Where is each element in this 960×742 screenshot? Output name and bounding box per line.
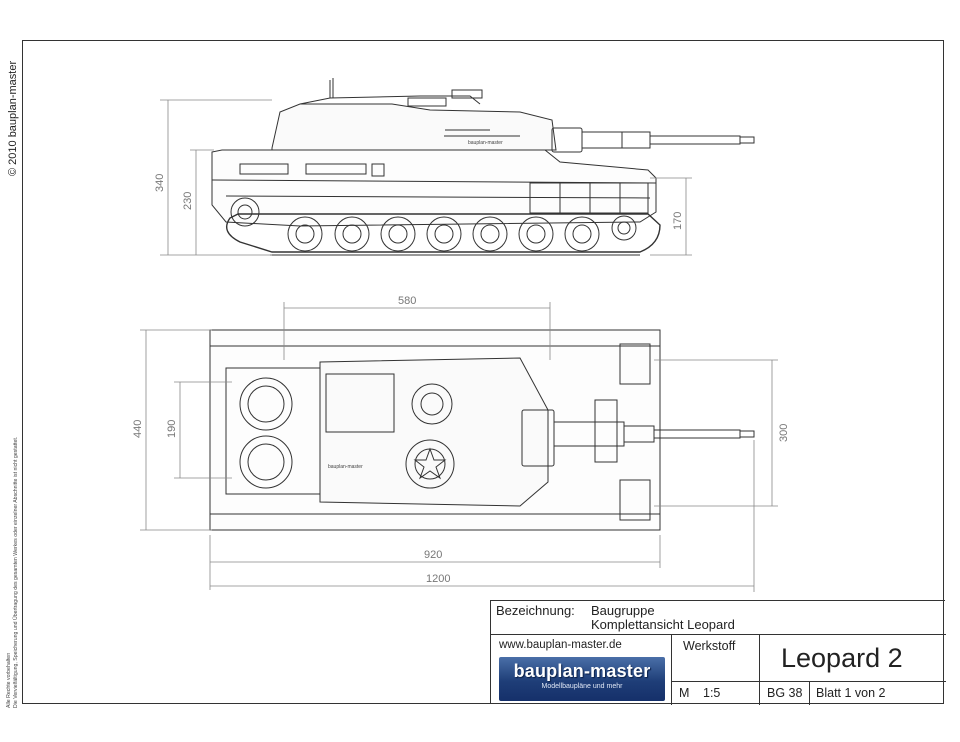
logo-main-text: bauplan-master [513, 661, 651, 681]
dim-hull-length: 920 [424, 549, 442, 561]
drawing-frame [22, 40, 944, 704]
dim-overall-height: 340 [154, 174, 166, 192]
side-view [211, 78, 755, 256]
title-block: Bezeichnung: Baugruppe Komplettansicht L… [490, 600, 946, 705]
side-hull-label: bauplan-master [468, 140, 503, 146]
top-hull-label: bauplan-master [328, 464, 363, 470]
dimension-lines [140, 99, 778, 592]
road-wheels [287, 215, 637, 252]
dim-rear-width: 190 [166, 420, 178, 438]
dim-turret-length: 580 [398, 295, 416, 307]
website-url: www.bauplan-master.de [499, 639, 622, 651]
group-number: BG 38 [767, 686, 803, 700]
dim-front-width: 300 [778, 424, 790, 442]
dim-total-length: 1200 [426, 573, 450, 585]
bezeichnung-line-1: Baugruppe [591, 603, 655, 618]
scale-value: 1:5 [703, 686, 721, 700]
bezeichnung-label: Bezeichnung: [496, 603, 575, 618]
dim-width: 440 [132, 420, 144, 438]
dim-hull-height: 230 [182, 192, 194, 210]
logo-sub-text: Modellbaupläne und mehr [541, 683, 623, 690]
model-name: Leopard 2 [781, 643, 903, 673]
bezeichnung-line-2: Komplettansicht Leopard [591, 617, 735, 632]
scale-prefix: M [679, 686, 690, 700]
bauplan-master-logo: bauplan-master Modellbaupläne und mehr [499, 657, 665, 701]
dim-ground-to-hull: 170 [672, 212, 684, 230]
sheet-info: Blatt 1 von 2 [816, 686, 886, 700]
top-view [209, 329, 755, 531]
werkstoff-label: Werkstoff [683, 639, 736, 653]
